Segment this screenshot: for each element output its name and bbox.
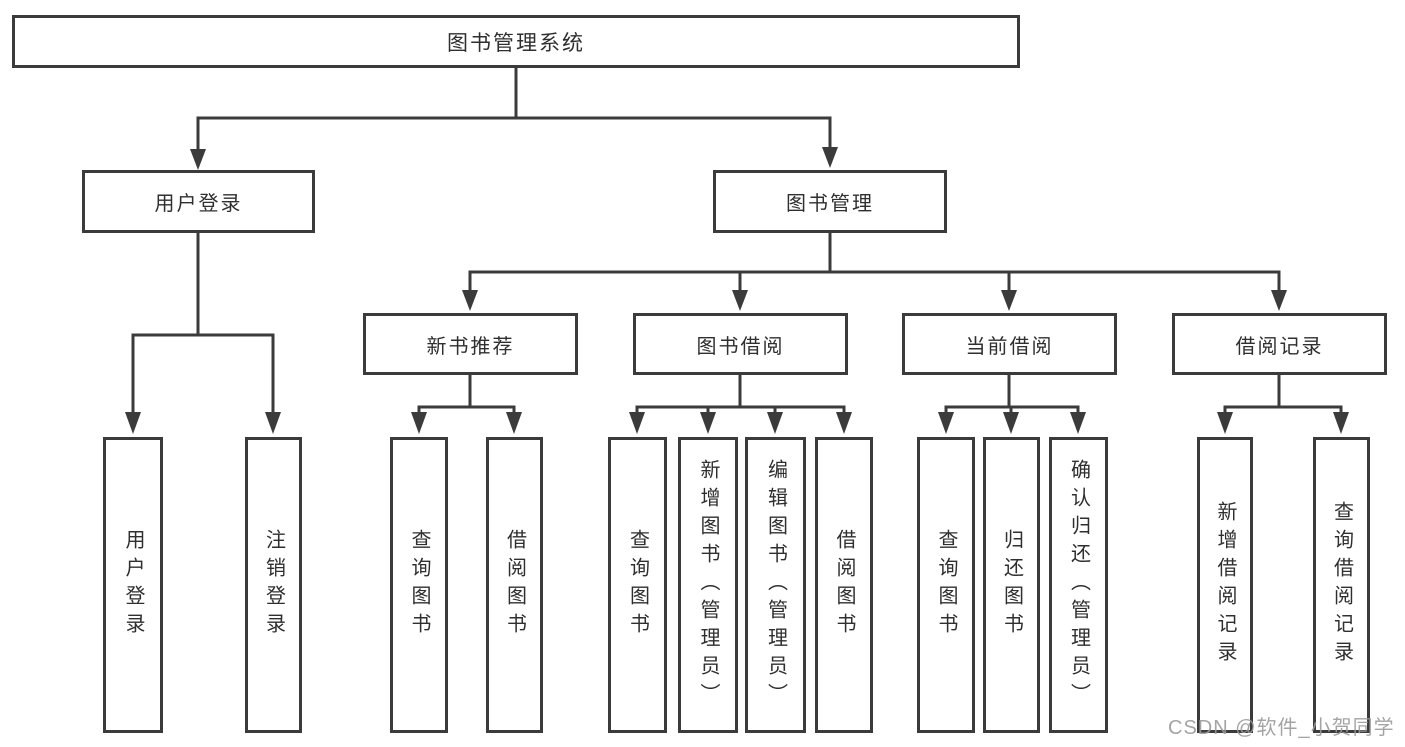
leaf-label: 确认归还（管理员） xyxy=(1067,459,1090,711)
leaf-confirm-return-admin: 确认归还（管理员） xyxy=(1049,437,1108,733)
connector-book-management-to-level2 xyxy=(462,231,1287,311)
leaf-label: 归还图书 xyxy=(1000,529,1023,641)
leaf-label: 借阅图书 xyxy=(503,529,526,641)
leaf-add-borrow-record: 新增借阅记录 xyxy=(1197,437,1253,733)
leaf-label: 查询图书 xyxy=(626,529,649,641)
node-borrow-records: 借阅记录 xyxy=(1172,313,1387,375)
node-current-borrow: 当前借阅 xyxy=(902,313,1117,375)
leaf-query-books-recommend: 查询图书 xyxy=(390,437,448,733)
connector-root-to-level1 xyxy=(190,66,838,170)
leaf-label: 注销登录 xyxy=(262,529,285,641)
leaf-return-books: 归还图书 xyxy=(983,437,1040,733)
leaf-label: 查询图书 xyxy=(935,529,957,641)
connector-book-borrow-children xyxy=(629,373,852,434)
leaf-query-books-current: 查询图书 xyxy=(917,437,975,733)
connector-user-login-children xyxy=(125,231,281,434)
node-root-system: 图书管理系统 xyxy=(12,15,1020,68)
node-user-login: 用户登录 xyxy=(82,170,315,233)
leaf-edit-books-admin: 编辑图书（管理员） xyxy=(745,437,806,733)
leaf-label: 新增图书（管理员） xyxy=(697,459,719,711)
leaf-user-login: 用户登录 xyxy=(103,437,163,733)
leaf-label: 查询图书 xyxy=(408,529,430,641)
leaf-query-borrow-record: 查询借阅记录 xyxy=(1313,437,1370,733)
leaf-borrow-books: 借阅图书 xyxy=(815,437,873,733)
leaf-label: 编辑图书（管理员） xyxy=(764,459,787,711)
leaf-label: 用户登录 xyxy=(122,529,144,641)
leaf-logout: 注销登录 xyxy=(245,437,302,733)
connector-new-book-recommend-children xyxy=(411,373,522,434)
connector-current-borrow-children xyxy=(938,373,1086,434)
leaf-borrow-books-recommend: 借阅图书 xyxy=(486,437,543,733)
leaf-add-books-admin: 新增图书（管理员） xyxy=(678,437,738,733)
connector-borrow-records-children xyxy=(1217,373,1349,434)
leaf-label: 新增借阅记录 xyxy=(1214,501,1236,669)
leaf-label: 借阅图书 xyxy=(833,529,855,641)
node-book-borrow: 图书借阅 xyxy=(633,313,848,375)
leaf-query-books-borrow: 查询图书 xyxy=(608,437,667,733)
csdn-watermark: CSDN @软件_小贺同学 xyxy=(1168,717,1395,739)
node-book-management: 图书管理 xyxy=(713,170,947,233)
leaf-label: 查询借阅记录 xyxy=(1330,501,1353,669)
node-new-book-recommend: 新书推荐 xyxy=(363,313,578,375)
